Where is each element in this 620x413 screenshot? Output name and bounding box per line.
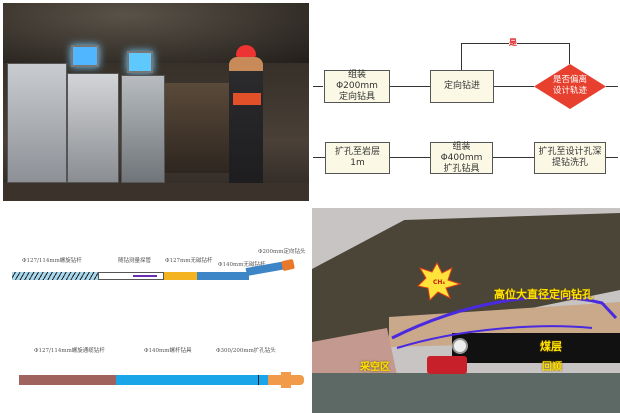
geology-diagram: CH₄ 高位大直径定向钻孔 煤层 采空区 回顺	[312, 208, 620, 413]
label-reaming-bit: Φ300/200mm扩孔钻头	[216, 348, 276, 354]
control-cabinet	[7, 63, 67, 183]
control-cabinet	[67, 73, 119, 183]
return-roadway-label: 回顺	[542, 362, 562, 373]
flowchart: 组装 Φ200mm 定向钻具 定向钻进 是否偏离 设计轨迹 是 扩孔至岩层 1m…	[310, 0, 620, 205]
nonmagnetic-rod-127	[164, 272, 197, 280]
label-spiral-rod: Φ127/114mm螺旋钻杆	[22, 258, 82, 264]
directional-drill-assembly: Φ127/114mm螺旋钻杆 随钻测量探管 Φ127mm无磁钻杆 Φ140mm无…	[0, 230, 310, 290]
control-cabinet	[121, 75, 165, 183]
label-screw-motor: Φ140mm螺杆钻具	[144, 348, 192, 354]
label-140-nonmagnetic: Φ140mm无磁钻杆	[218, 262, 266, 268]
cutter-drum	[452, 338, 468, 354]
directional-bit-200	[281, 258, 295, 272]
borehole-trajectory	[391, 261, 618, 349]
spiral-cable-rod	[19, 375, 116, 385]
borehole-label: 高位大直径定向钻孔	[494, 288, 593, 301]
flow-step-assemble-400: 组装 Φ400mm 扩孔钻具	[430, 142, 493, 174]
coal-seam-label: 煤层	[540, 340, 562, 353]
drilling-rig	[427, 356, 467, 374]
label-spiral-cable-rod: Φ127/114mm螺旋通缆钻杆	[34, 348, 105, 354]
mining-photo	[3, 3, 309, 201]
decision-label: 是否偏离 设计轨迹	[552, 75, 587, 96]
miner-helmet	[236, 45, 256, 57]
drill-rig	[165, 83, 235, 173]
mwd-probe	[98, 272, 164, 280]
spiral-drill-rod	[12, 272, 98, 280]
flow-decision: 是否偏离 设计轨迹	[534, 64, 606, 109]
monitor-screen	[71, 45, 99, 67]
reaming-drill-assembly: Φ127/114mm螺旋通缆钻杆 Φ140mm螺杆钻具 Φ300/200mm扩孔…	[0, 335, 310, 395]
nonmagnetic-rod-140	[197, 272, 249, 280]
coal-seam	[452, 333, 620, 363]
flow-step-ream-to-rock: 扩孔至岩层 1m	[325, 142, 390, 174]
goaf-label: 采空区	[360, 362, 390, 373]
flow-step-ream-design-depth: 扩孔至设计孔深 提钻洗孔	[534, 142, 606, 174]
label-127-nonmagnetic: Φ127mm无磁钻杆	[165, 258, 213, 264]
screw-motor	[116, 375, 268, 385]
gas-label: CH₄	[433, 279, 446, 286]
flow-step-directional-drilling: 定向钻进	[430, 70, 494, 103]
label-200-bit: Φ200mm定向钻头	[258, 249, 306, 255]
monitor-screen	[127, 51, 153, 73]
label-mwd-probe: 随钻测量探管	[118, 258, 152, 264]
flow-step-assemble-200: 组装 Φ200mm 定向钻具	[324, 70, 390, 103]
yes-label: 是	[509, 37, 517, 48]
miner	[229, 57, 263, 187]
